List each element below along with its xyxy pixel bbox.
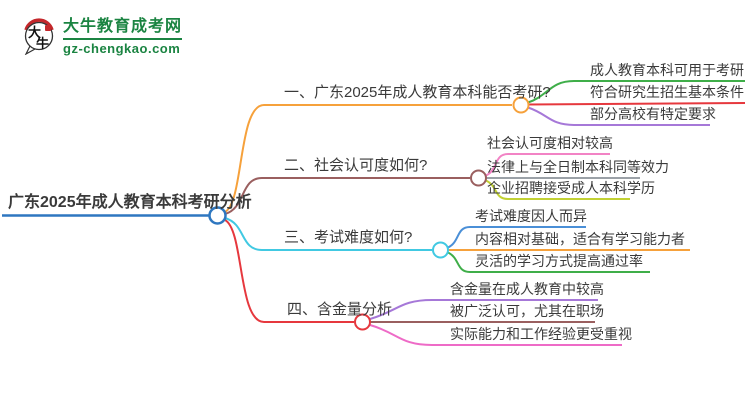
branch1-label: 一、广东2025年成人教育本科能否考研? — [284, 84, 551, 101]
branch1-leaf2-label: 符合研究生招生基本条件 — [590, 84, 744, 100]
branch4-leaf1-wire — [369, 299, 598, 320]
logo-char-top: 大 — [28, 25, 41, 40]
brand-url: gz-chengkao.com — [63, 41, 181, 56]
root-node-label: 广东2025年成人教育本科考研分析 — [8, 194, 252, 211]
branch3-junction-circle — [432, 241, 449, 259]
logo-seal — [45, 25, 51, 31]
branch4-junction-circle — [354, 313, 371, 331]
branch2-leaf1-label: 社会认可度相对较高 — [487, 135, 613, 151]
branch1-wire — [224, 104, 512, 213]
branch1-leaf1-label: 成人教育本科可用于考研 — [590, 62, 744, 78]
brand-logo-text: 大牛教育成考网 gz-chengkao.com — [63, 12, 183, 56]
logo-char-bottom: 牛 — [36, 36, 49, 51]
branch2-leaf2-label: 法律上与全日制本科同等效力 — [487, 159, 669, 175]
branch3-leaf3-label: 灵活的学习方式提高通过率 — [475, 253, 643, 269]
branch1-leaf3-label: 部分高校有特定要求 — [590, 106, 716, 122]
branch1-leaf1-wire — [527, 80, 745, 104]
brand-logo-icon: 大 牛 — [24, 18, 54, 55]
branch1-leaf3-wire — [527, 106, 710, 126]
branch4-leaf2-label: 被广泛认可，尤其在职场 — [450, 303, 604, 319]
brand-logo: 大 牛 大牛教育成考网 gz-chengkao.com — [22, 12, 183, 56]
branch4-leaf3-wire — [369, 324, 622, 346]
branch4-label: 四、含金量分析 — [287, 301, 393, 318]
branch4-wire — [224, 219, 354, 323]
branch3-leaf1-wire — [447, 226, 586, 249]
branch3-leaf1-label: 考试难度因人而异 — [475, 208, 587, 224]
branch3-label: 三、考试难度如何? — [284, 229, 413, 246]
root-junction-circle — [208, 206, 227, 225]
brand-divider — [63, 38, 183, 40]
branch4-leaf1-label: 含金量在成人教育中较高 — [450, 281, 604, 297]
branch2-leaf3-wire — [485, 179, 630, 200]
brand-title: 大牛教育成考网 — [63, 18, 183, 35]
branch2-wire — [224, 177, 470, 215]
branch3-leaf2-label: 内容相对基础，适合有学习能力者 — [475, 231, 685, 247]
branch3-leaf3-wire — [447, 251, 650, 273]
branch4-leaf3-label: 实际能力和工作经验更受重视 — [450, 326, 632, 342]
branch3-wire — [224, 217, 432, 251]
branch2-label: 二、社会认可度如何? — [284, 157, 428, 174]
branch1-junction-circle — [512, 96, 530, 114]
branch2-leaf3-label: 企业招聘接受成人本科学历 — [487, 180, 655, 196]
branch1-leaf2-wire — [528, 102, 746, 106]
branch2-junction-circle — [470, 169, 487, 187]
branch2-leaf1-wire — [485, 153, 610, 177]
